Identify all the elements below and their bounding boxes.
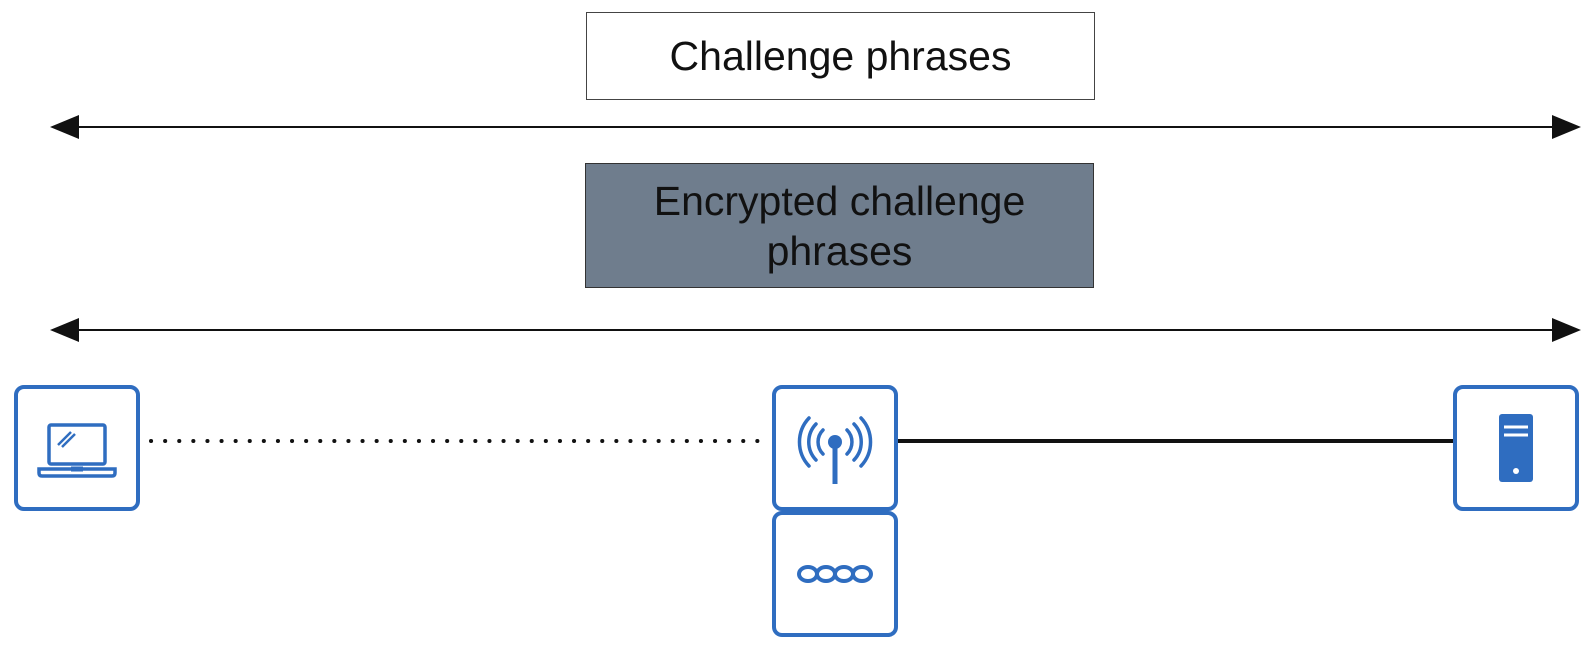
link-chain-icon: [797, 565, 873, 583]
server-tower-icon: [1499, 414, 1533, 482]
encrypted-challenge-phrases-label: Encrypted challenge phrases: [653, 177, 1026, 274]
client-laptop-node[interactable]: [14, 385, 140, 511]
access-point-node[interactable]: [772, 385, 898, 511]
server-node[interactable]: [1453, 385, 1579, 511]
challenge-phrases-box: Challenge phrases: [586, 12, 1095, 100]
challenge-phrases-label: Challenge phrases: [669, 33, 1012, 79]
controller-node[interactable]: [772, 511, 898, 637]
encrypted-challenge-phrases-box: Encrypted challenge phrases: [585, 163, 1094, 288]
challenge-arrow: [50, 115, 1581, 139]
laptop-icon: [37, 423, 117, 478]
encrypted-challenge-arrow: [50, 318, 1581, 342]
wireless-antenna-icon: [797, 416, 873, 484]
